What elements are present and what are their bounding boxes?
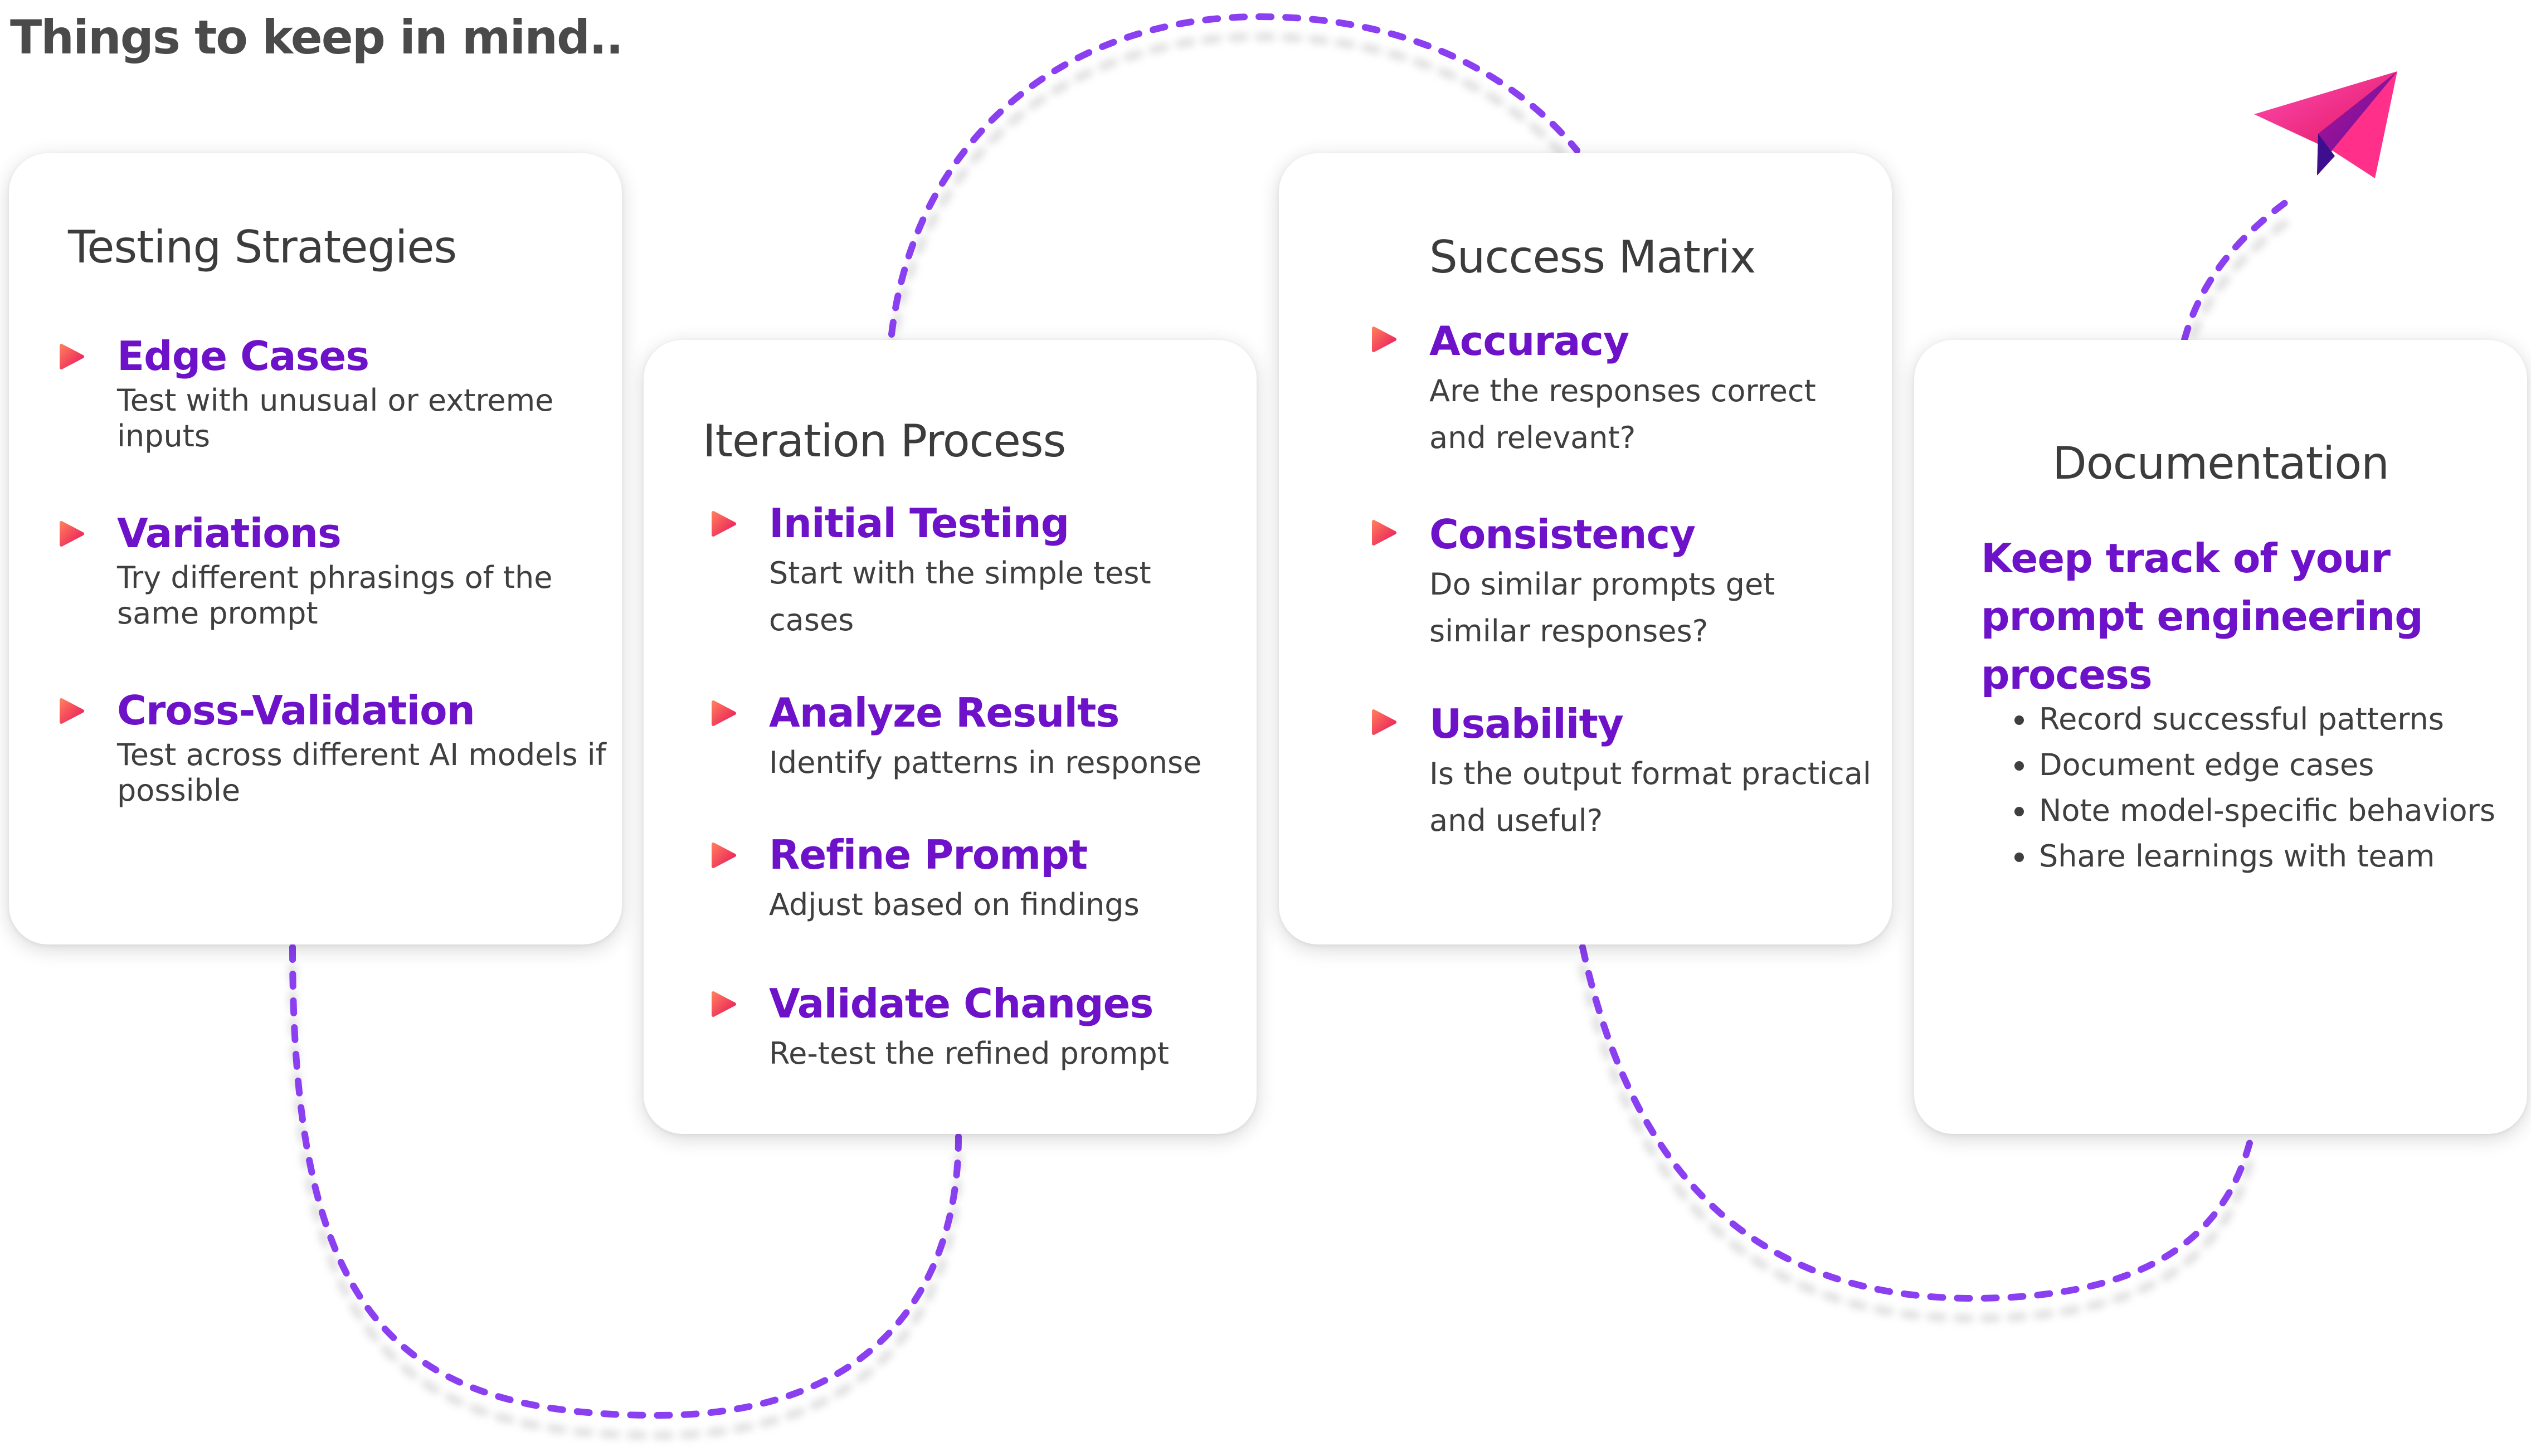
item-description: Try different phrasings of the same prom… (117, 560, 553, 631)
list-item-cross-validation: Cross-Validation Test across different A… (60, 687, 619, 809)
list-item-initial-testing: Initial Testing Start with the simple te… (712, 500, 1226, 644)
item-heading: Accuracy (1429, 318, 1629, 364)
card-title: Documentation (2052, 437, 2389, 489)
list-item-usability: Usability Is the output format practical… (1372, 700, 1875, 844)
paper-plane-icon (2254, 71, 2397, 178)
play-arrow-icon (1372, 327, 1396, 352)
card-iteration-process: Iteration Process Initial Testing Start … (644, 340, 1257, 1134)
item-description: Re-test the refined prompt (769, 1036, 1169, 1072)
list-item-edge-cases: Edge Cases Test with unusual or extreme … (60, 333, 619, 454)
list-item-variations: Variations Try different phrasings of th… (60, 510, 619, 631)
play-arrow-icon (712, 991, 736, 1017)
item-heading: Cross-Validation (117, 687, 475, 734)
play-arrow-icon (1372, 520, 1396, 546)
play-arrow-icon (712, 511, 736, 537)
item-heading: Consistency (1429, 511, 1696, 558)
item-heading: Edge Cases (117, 333, 369, 379)
card-testing-strategies: Testing Strategies Edge Cases Test with … (9, 153, 622, 944)
list-item-accuracy: Accuracy Are the responses correct and r… (1372, 318, 1875, 461)
item-heading: Analyze Results (769, 689, 1120, 736)
list-item-refine-prompt: Refine Prompt Adjust based on findings (712, 831, 1226, 928)
card-success-matrix: Success Matrix Accuracy Are the response… (1279, 153, 1892, 944)
play-arrow-icon (60, 521, 84, 547)
list-item-validate-changes: Validate Changes Re-test the refined pro… (712, 980, 1226, 1077)
item-description: Test with unusual or extreme inputs (117, 383, 554, 454)
card-title: Testing Strategies (68, 221, 457, 273)
item-description: Test across different AI models if possi… (117, 737, 606, 808)
item-heading: Refine Prompt (769, 831, 1088, 878)
item-description: Do similar prompts get similar responses… (1429, 567, 1775, 649)
list-item: Record successful patterns (2037, 697, 2516, 742)
item-description: Adjust based on findings (769, 887, 1140, 923)
documentation-highlight: Keep track of your prompt engineering pr… (1981, 535, 2423, 698)
list-item: Document edge cases (2037, 742, 2516, 788)
item-description: Is the output format practical and usefu… (1429, 756, 1871, 838)
list-item-analyze-results: Analyze Results Identify patterns in res… (712, 689, 1226, 786)
item-heading: Initial Testing (769, 500, 1069, 547)
card-title: Success Matrix (1429, 231, 1756, 283)
item-description: Identify patterns in response (769, 745, 1202, 781)
play-arrow-icon (1372, 709, 1396, 735)
card-documentation: Documentation Keep track of your prompt … (1914, 340, 2527, 1134)
play-arrow-icon (712, 843, 736, 868)
list-item: Note model-specific behaviors (2037, 788, 2516, 834)
play-arrow-icon (60, 344, 84, 369)
list-item: Share learnings with team (2037, 834, 2516, 879)
list-item-consistency: Consistency Do similar prompts get simil… (1372, 511, 1875, 655)
connector-segment-4 (2181, 192, 2299, 343)
item-heading: Usability (1429, 700, 1624, 747)
play-arrow-icon (60, 698, 84, 724)
page-title: Things to keep in mind.. (10, 10, 624, 65)
card-title: Iteration Process (703, 415, 1066, 467)
item-heading: Variations (117, 510, 342, 557)
play-arrow-icon (712, 700, 736, 726)
documentation-bullet-list: Record successful patterns Document edge… (2009, 697, 2516, 879)
item-description: Start with the simple test cases (769, 556, 1151, 637)
item-description: Are the responses correct and relevant? (1429, 373, 1816, 455)
item-heading: Validate Changes (769, 980, 1153, 1027)
